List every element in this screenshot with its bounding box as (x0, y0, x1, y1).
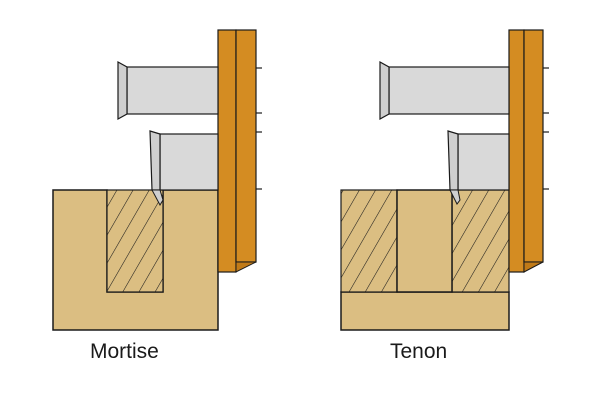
tenon-lower-chisel (447, 130, 510, 205)
mortise-upper-chisel (117, 60, 219, 121)
tenon-illustration (340, 29, 549, 331)
tenon-fence (508, 29, 549, 273)
tenon-left-cheek-hatch (340, 189, 398, 293)
mortise-lower-chisel (149, 130, 219, 207)
mortise-caption: Mortise (90, 340, 159, 363)
tenon-caption: Tenon (390, 340, 448, 363)
mortise-cut-hatch (106, 189, 164, 293)
tenon-base-board (340, 291, 510, 331)
tenon-upper-chisel (379, 60, 510, 121)
tenon-tongue (396, 189, 453, 293)
tenon-right-cheek-hatch (451, 189, 510, 293)
mortise-illustration (52, 29, 262, 331)
mortise-fence (217, 29, 262, 273)
